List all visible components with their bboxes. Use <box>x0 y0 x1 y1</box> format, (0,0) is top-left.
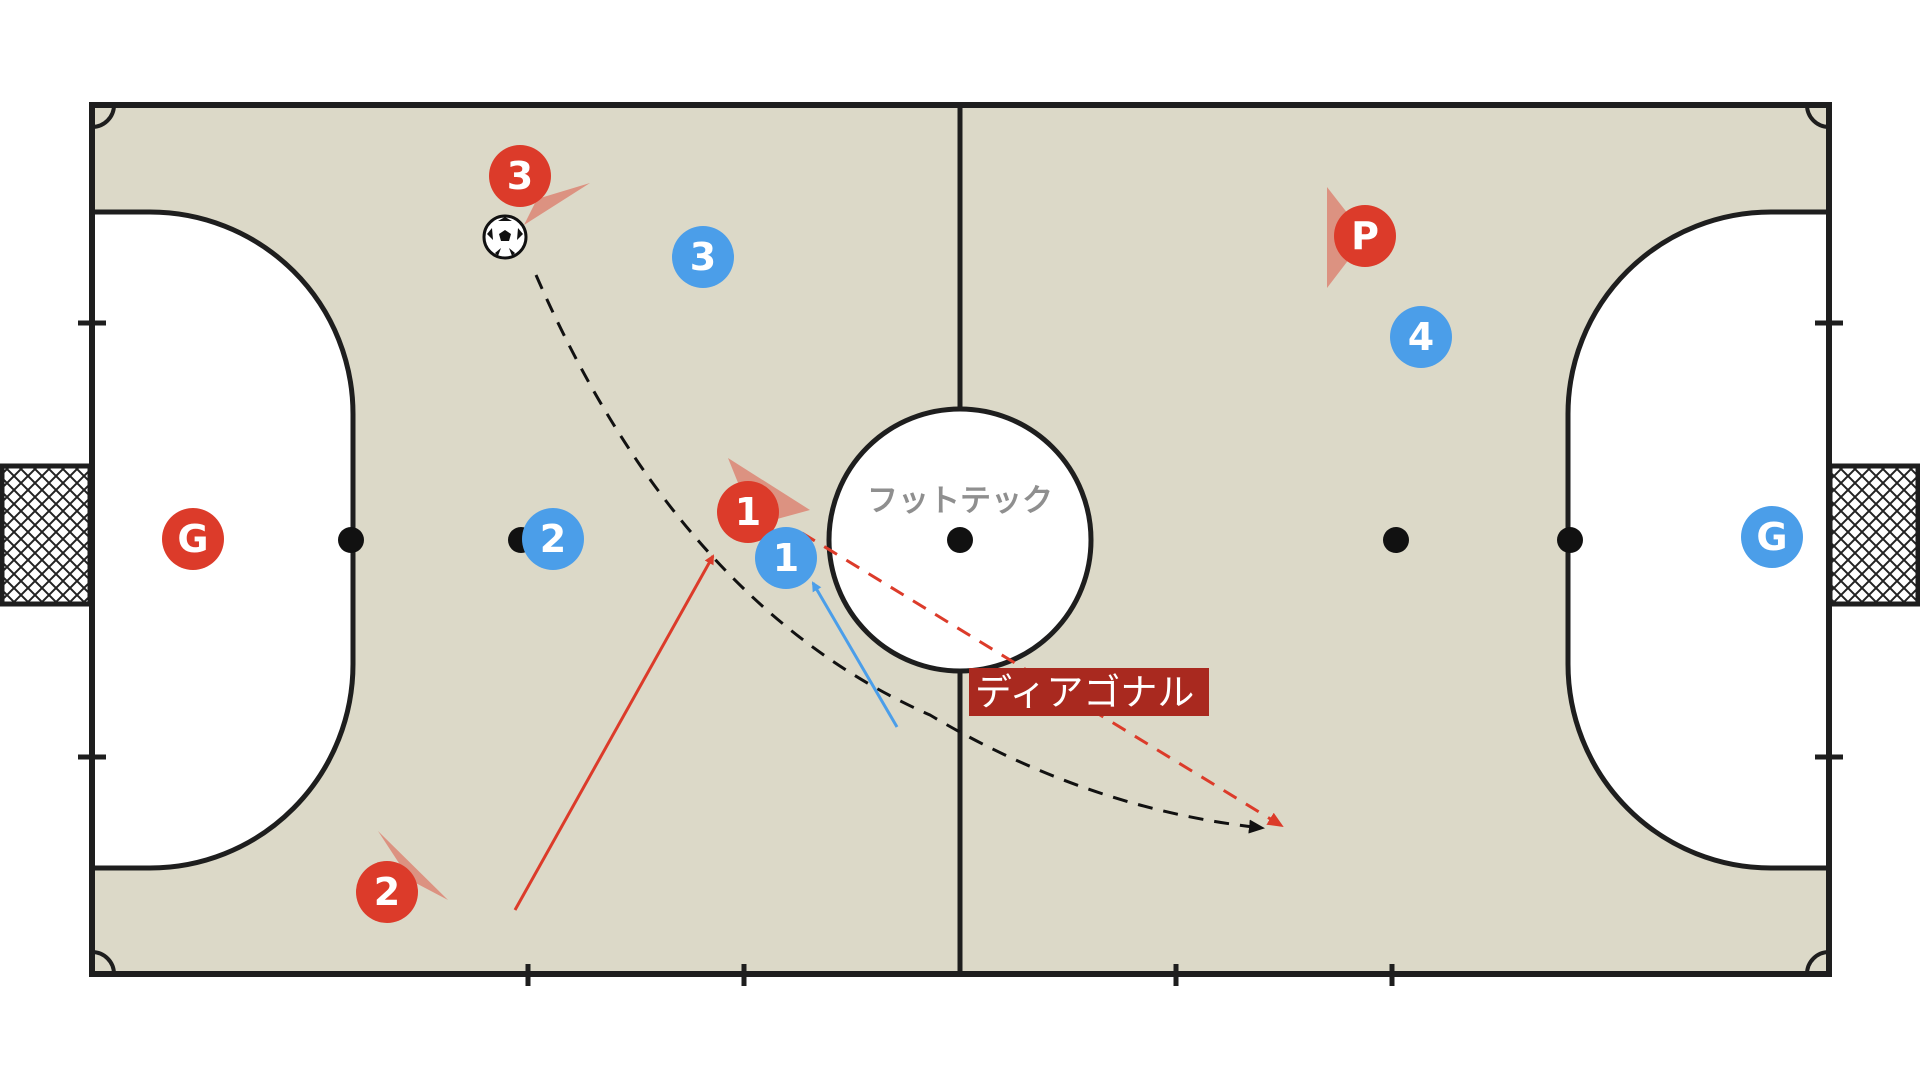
corner-arc-bottom-right <box>1805 950 1830 975</box>
player-label: 2 <box>374 870 400 914</box>
player-label: P <box>1351 214 1379 258</box>
player-blue-3: 3 <box>672 226 734 288</box>
player-blue-1: 1 <box>755 527 817 589</box>
right-second-penalty-spot <box>1383 527 1409 553</box>
red-2-run-arrow <box>513 554 715 911</box>
red-2-facing-cone <box>378 831 448 900</box>
player-label: G <box>1756 515 1787 559</box>
player-label: G <box>177 517 208 561</box>
ball-pass-arrow <box>534 274 1265 834</box>
blue-1-track-arrow <box>811 581 899 728</box>
player-label: 2 <box>540 517 566 561</box>
player-blue-goalkeeper: G <box>1741 506 1803 568</box>
brand-text: フットテック <box>867 483 1053 519</box>
player-red-2: 2 <box>356 861 418 923</box>
player-label: 3 <box>690 235 716 279</box>
corner-arc-bottom-left <box>91 950 116 975</box>
diagonal-callout-box <box>969 668 1209 716</box>
court-boundary <box>89 102 1832 977</box>
player-red-goalkeeper: G <box>162 508 224 570</box>
ball-icon <box>482 214 528 260</box>
player-blue-4: 4 <box>1390 306 1452 368</box>
center-spot <box>947 527 973 553</box>
right-penalty-area <box>1565 209 1832 871</box>
left-penalty-spot <box>338 527 364 553</box>
left-goal-net <box>0 463 93 607</box>
red-1-diagonal-run-arrow <box>801 531 1284 828</box>
player-label: 3 <box>507 154 533 198</box>
player-red-1: 1 <box>717 481 779 543</box>
boundary-marks <box>78 320 1843 986</box>
diagonal-callout-text: ディアゴナル <box>975 671 1194 714</box>
right-penalty-spot <box>1557 527 1583 553</box>
right-goal-net <box>1827 463 1920 607</box>
player-red-pivot: P <box>1334 205 1396 267</box>
player-blue-2: 2 <box>522 508 584 570</box>
player-label: 4 <box>1408 315 1434 359</box>
red-3-facing-cone <box>524 183 590 225</box>
player-red-3: 3 <box>489 145 551 207</box>
corner-arc-top-right <box>1805 104 1830 129</box>
player-label: 1 <box>773 536 799 580</box>
player-label: 1 <box>735 490 761 534</box>
corner-arc-top-left <box>91 104 116 129</box>
